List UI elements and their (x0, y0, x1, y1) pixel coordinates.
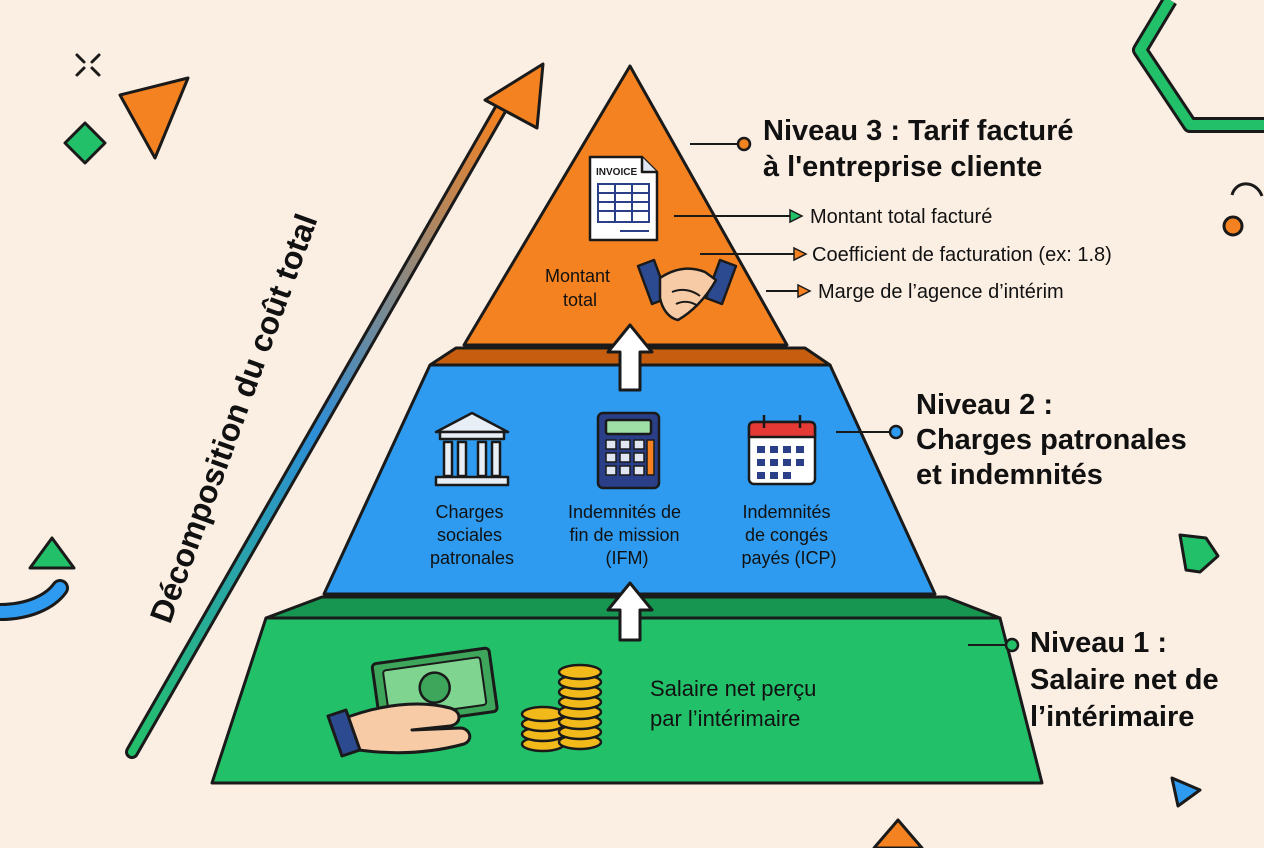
level1-title: Niveau 1 : Salaire net de l’intérimaire (1030, 627, 1227, 733)
sparkle-icon (75, 53, 101, 77)
blue-triangle-shape (1170, 776, 1202, 808)
money-hand-icon (326, 646, 499, 758)
handshake-icon (636, 258, 738, 322)
level2-title-group: Niveau 2 : Charges patronales et indemni… (836, 389, 1195, 491)
level3-bullet-coefficient: Coefficient de facturation (ex: 1.8) (812, 244, 1112, 266)
level2-title: Niveau 2 : Charges patronales et indemni… (916, 389, 1195, 491)
green-pentagon-shape (1178, 533, 1220, 574)
bullet-arrow-icon (766, 283, 812, 299)
level3-title: Niveau 3 : Tarif facturé à l'entreprise … (763, 115, 1082, 183)
bullet-arrow-icon (674, 208, 804, 224)
level1-title-group: Niveau 1 : Salaire net de l’intérimaire (968, 627, 1227, 733)
green-small-triangle-shape (28, 536, 76, 570)
up-arrow-icon (606, 581, 654, 642)
level3-title-group: Niveau 3 : Tarif facturé à l'entreprise … (690, 115, 1082, 183)
coins-icon (520, 663, 603, 753)
invoice-icon: INVOICE (588, 155, 659, 242)
calendar-icon (747, 415, 817, 486)
squiggle-shape (1230, 182, 1264, 197)
bank-icon (434, 411, 510, 487)
level1-tier: Salaire net perçu par l’intérimaire (210, 595, 1044, 785)
level3-bullet-montant: Montant total facturé (810, 206, 992, 228)
invoice-text: INVOICE (596, 167, 637, 178)
level2-item-charges-sociales: Charges sociales patronales (430, 502, 514, 568)
level1-inner-label: Salaire net perçu par l’intérimaire (650, 676, 822, 731)
level3-bullet-marge: Marge de l’agence d’intérim (818, 281, 1064, 303)
level3-inner-label: Montant total (545, 266, 615, 310)
orange-dot-shape (1222, 215, 1244, 237)
bullet-arrow-icon (700, 246, 808, 262)
level3-bullets: Montant total facturé Coefficient de fac… (674, 206, 1112, 303)
up-arrow-icon (606, 323, 654, 392)
level2-tier: Charges sociales patronales Indemnités d… (322, 346, 937, 596)
calculator-icon (596, 411, 661, 490)
total-cost-axis-arrow (125, 62, 545, 759)
level2-item-icp: Indemnités de congés payés (ICP) (741, 502, 836, 568)
green-diamond-shape (63, 121, 107, 165)
orange-triangle-shape (118, 76, 190, 160)
orange-bottom-triangle-shape (872, 818, 924, 848)
level2-item-ifm: Indemnités de fin de mission (IFM) (568, 502, 686, 568)
